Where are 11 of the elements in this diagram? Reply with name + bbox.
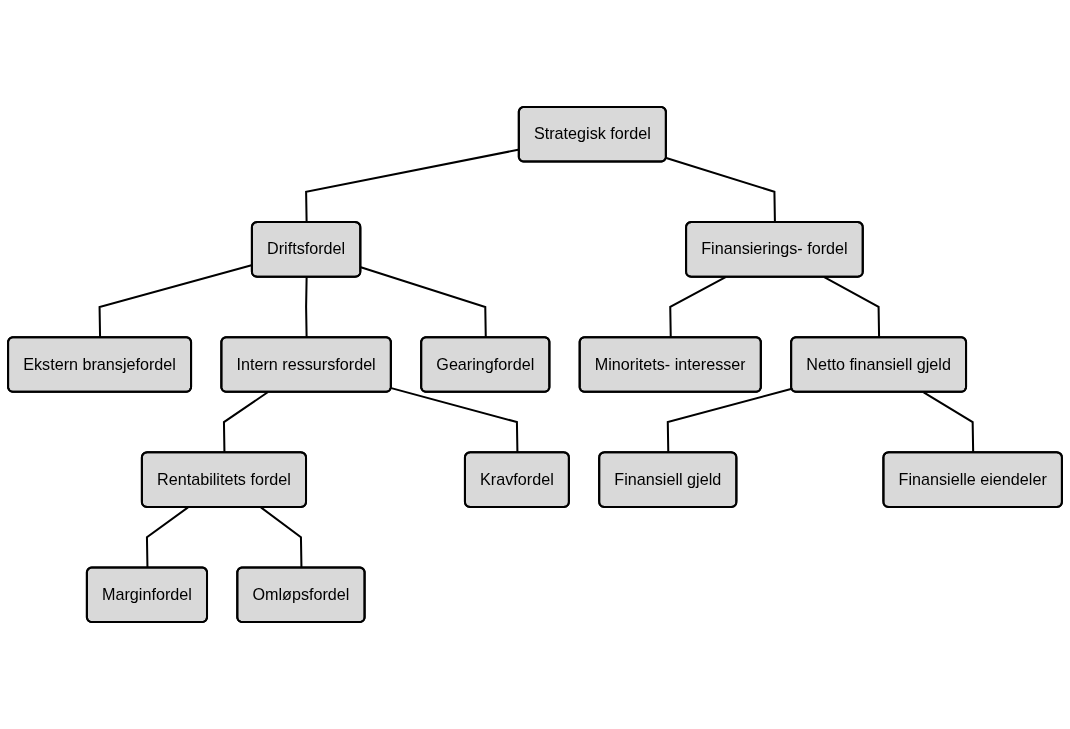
connector xyxy=(669,276,727,338)
connector xyxy=(666,387,793,453)
connector xyxy=(665,157,776,223)
connector xyxy=(145,506,189,568)
connector xyxy=(305,277,308,338)
connector xyxy=(391,387,519,453)
connector xyxy=(923,391,975,453)
connector xyxy=(222,391,269,453)
connector xyxy=(823,276,881,338)
connector xyxy=(260,506,303,568)
connector xyxy=(360,266,487,338)
